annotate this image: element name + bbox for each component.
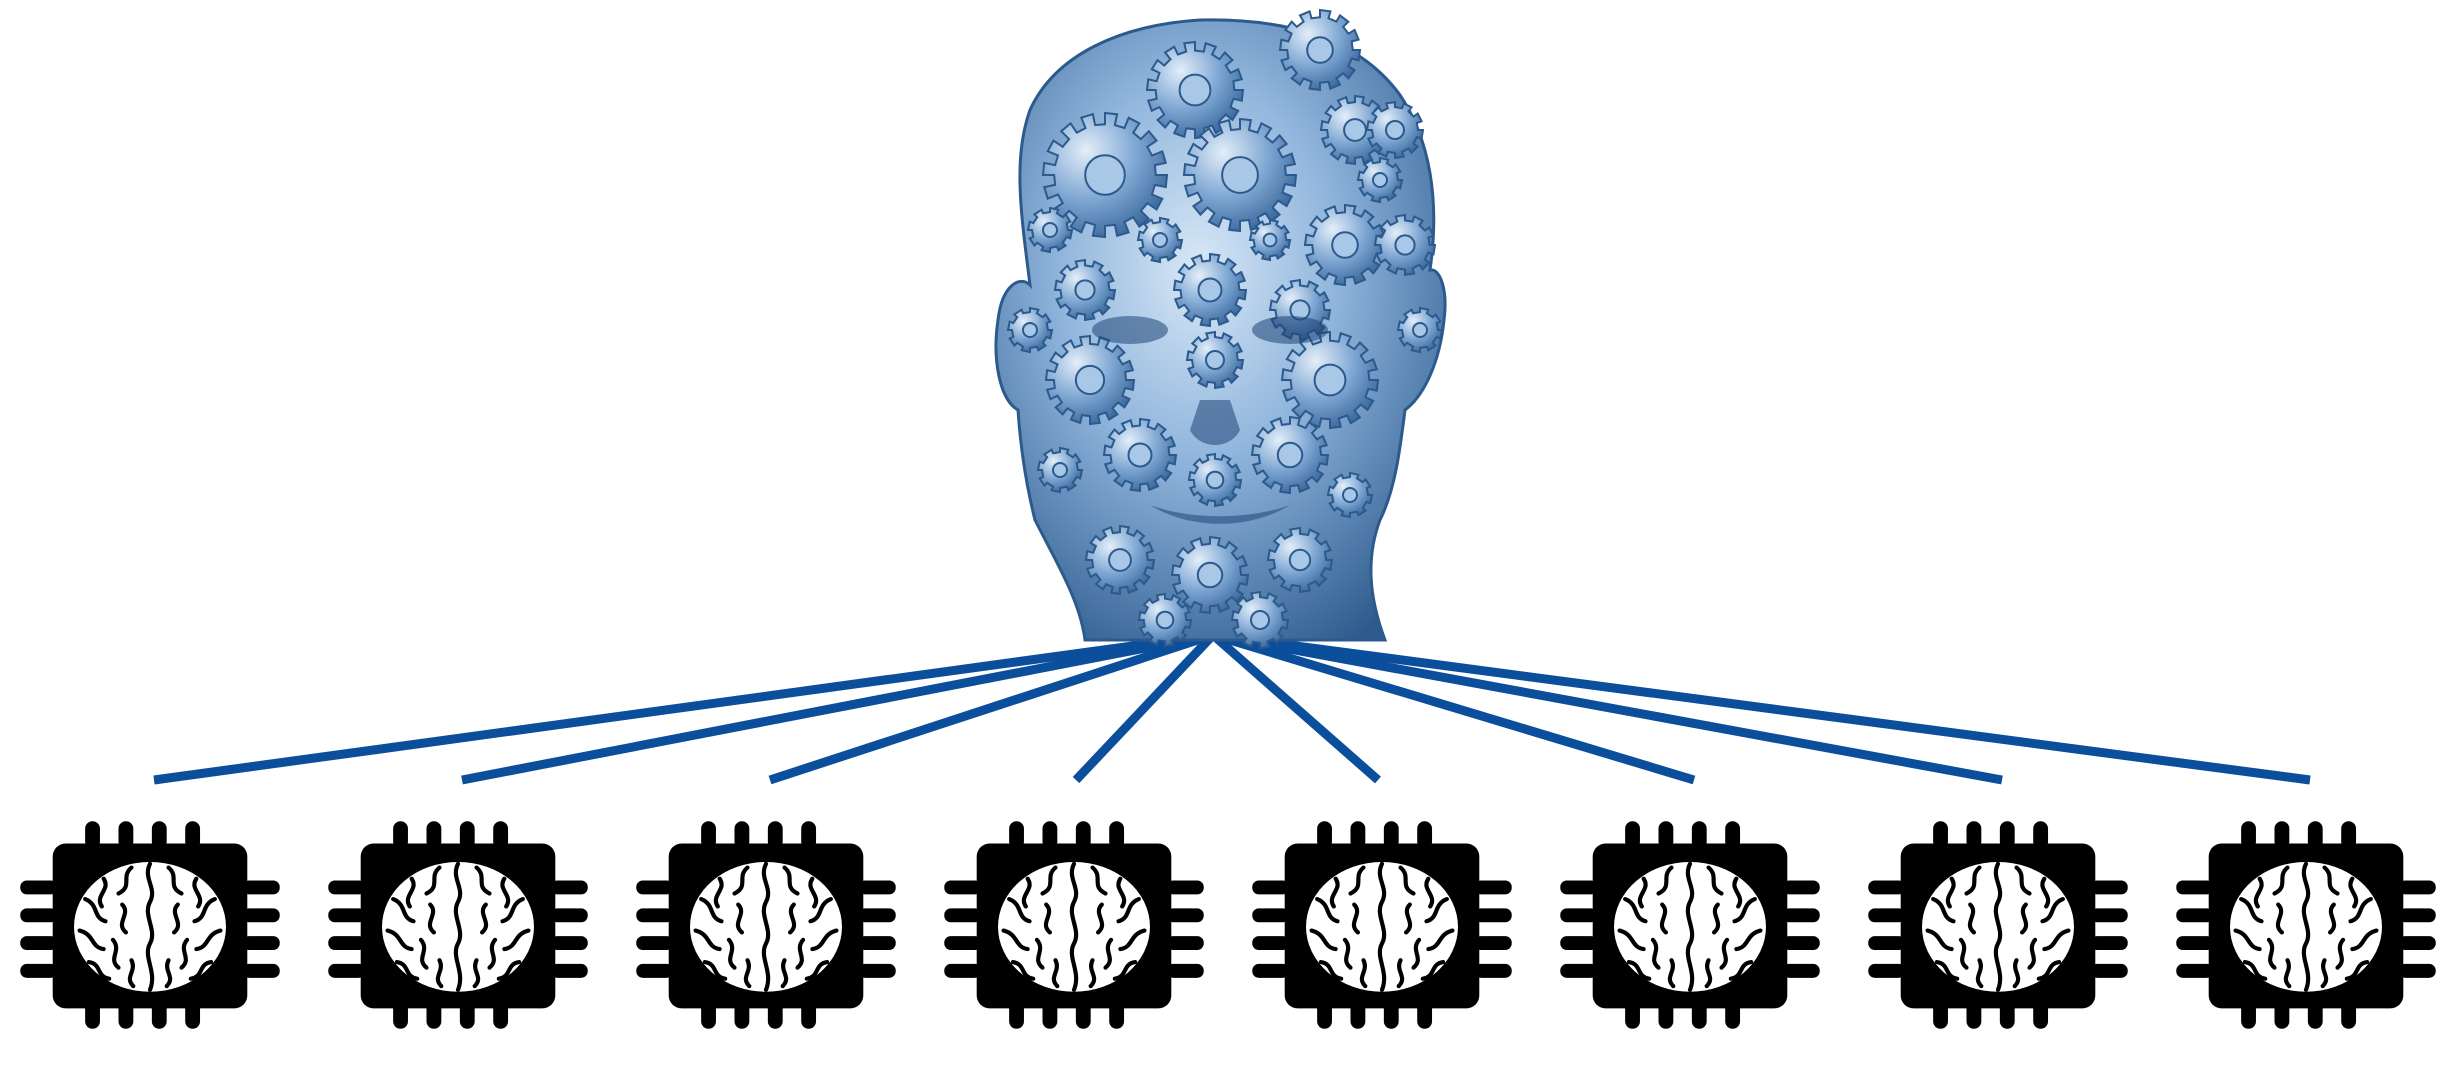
gear-hub-9	[1074, 279, 1096, 301]
brain-chip-icon-5	[1252, 821, 1511, 1029]
gear-hub-5	[1221, 156, 1259, 194]
gear-hub-28	[1250, 610, 1270, 630]
gear-hub-25	[1022, 322, 1038, 338]
connector-line-8	[1212, 630, 2311, 785]
gear-hub-20	[1288, 548, 1312, 572]
gear-hub-12	[1074, 364, 1106, 396]
connector-line-4	[1072, 631, 1217, 784]
gear-hub-2	[1178, 73, 1212, 107]
gear-hub-16	[1276, 441, 1304, 469]
gear-hub-26	[1412, 322, 1428, 338]
gear-hub-14	[1205, 350, 1225, 370]
gear-hub-8	[1385, 120, 1405, 140]
gear-hub-27	[1155, 610, 1175, 630]
gear-hub-1	[1084, 154, 1126, 196]
gear-hub-18	[1108, 548, 1132, 572]
gear-hub-30	[1052, 462, 1068, 478]
brain-chip-icon-4	[944, 821, 1203, 1029]
brain-chip-icon-3	[636, 821, 895, 1029]
brain-chip-icon-7	[1868, 821, 2127, 1029]
gear-hub-10	[1197, 277, 1223, 303]
connector-line-6	[1211, 630, 1696, 785]
brain-chip-row	[20, 821, 2435, 1029]
gear-hub-3	[1306, 36, 1334, 64]
face-features	[1092, 316, 1328, 524]
gear-hub-23	[1262, 232, 1278, 248]
gear-hub-29	[1342, 487, 1358, 503]
gear-hub-17	[1205, 470, 1225, 490]
gear-hub-21	[1042, 222, 1058, 238]
gear-hub-4	[1343, 118, 1367, 142]
connector-line-1	[153, 630, 1214, 785]
gear-hub-13	[1313, 363, 1347, 397]
gear-hub-15	[1127, 442, 1153, 468]
gear-head-icon	[994, 8, 1447, 650]
brain-chip-icon-8	[2176, 821, 2435, 1029]
gear-hub-7	[1394, 234, 1416, 256]
connector-line-7	[1212, 630, 2003, 785]
connector-line-2	[461, 630, 1214, 785]
brain-chip-icon-2	[328, 821, 587, 1029]
gear-cluster	[1006, 8, 1444, 650]
gear-hub-24	[1372, 172, 1388, 188]
brain-chip-icon-6	[1560, 821, 1819, 1029]
gear-hub-19	[1196, 561, 1224, 589]
brain-chip-icon-1	[20, 821, 279, 1029]
gear-hub-22	[1152, 232, 1168, 248]
connector-lines	[153, 630, 2311, 785]
gear-hub-6	[1331, 231, 1359, 259]
connector-line-3	[768, 630, 1215, 785]
connector-line-5	[1210, 631, 1381, 784]
